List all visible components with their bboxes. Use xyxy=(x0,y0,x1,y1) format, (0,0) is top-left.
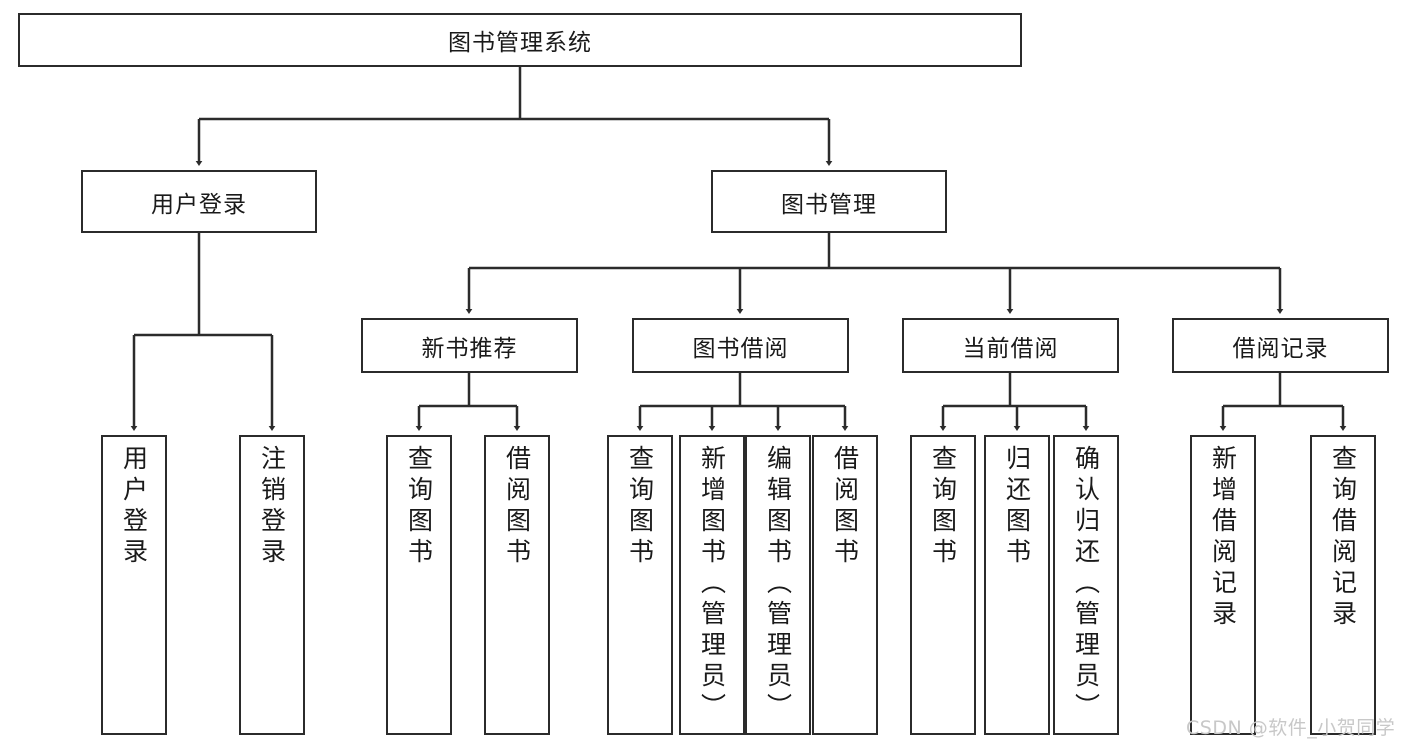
node-label: 借阅图书 xyxy=(830,445,860,569)
node-label: 当前借阅 xyxy=(962,335,1059,362)
node-label: 新增图书（管理员） xyxy=(697,445,727,724)
node-leaf-query-book-3[interactable]: 查询图书 xyxy=(910,435,976,735)
node-label: 用户登录 xyxy=(119,445,149,569)
node-leaf-edit-book-admin[interactable]: 编辑图书（管理员） xyxy=(745,435,811,735)
node-new-book-recommend[interactable]: 新书推荐 xyxy=(361,318,578,373)
node-leaf-add-borrow-record[interactable]: 新增借阅记录 xyxy=(1190,435,1256,735)
node-leaf-query-book-1[interactable]: 查询图书 xyxy=(386,435,452,735)
node-label: 图书管理系统 xyxy=(448,30,592,56)
node-leaf-query-book-2[interactable]: 查询图书 xyxy=(607,435,673,735)
node-label: 归还图书 xyxy=(1002,445,1032,569)
node-leaf-query-borrow-record[interactable]: 查询借阅记录 xyxy=(1310,435,1376,735)
node-label: 借阅记录 xyxy=(1232,335,1329,362)
node-current-borrow[interactable]: 当前借阅 xyxy=(902,318,1119,373)
node-leaf-borrow-book-2[interactable]: 借阅图书 xyxy=(812,435,878,735)
node-leaf-return-book[interactable]: 归还图书 xyxy=(984,435,1050,735)
node-label: 确认归还（管理员） xyxy=(1071,445,1101,724)
node-leaf-confirm-return-admin[interactable]: 确认归还（管理员） xyxy=(1053,435,1119,735)
node-label: 查询借阅记录 xyxy=(1328,445,1358,631)
node-book-management[interactable]: 图书管理 xyxy=(711,170,947,233)
node-label: 新书推荐 xyxy=(421,335,518,362)
node-leaf-user-login[interactable]: 用户登录 xyxy=(101,435,167,735)
node-label: 图书借阅 xyxy=(692,335,789,362)
node-label: 注销登录 xyxy=(257,445,287,569)
node-label: 用户登录 xyxy=(151,191,247,218)
node-label: 图书管理 xyxy=(781,191,877,218)
node-label: 借阅图书 xyxy=(502,445,532,569)
node-root-book-management-system[interactable]: 图书管理系统 xyxy=(18,13,1022,67)
csdn-watermark: CSDN @软件_小贺同学 xyxy=(1186,717,1396,739)
node-label: 查询图书 xyxy=(625,445,655,569)
node-leaf-user-logout[interactable]: 注销登录 xyxy=(239,435,305,735)
node-label: 新增借阅记录 xyxy=(1208,445,1238,631)
node-leaf-add-book-admin[interactable]: 新增图书（管理员） xyxy=(679,435,745,735)
node-user-login[interactable]: 用户登录 xyxy=(81,170,317,233)
node-label: 查询图书 xyxy=(404,445,434,569)
node-label: 查询图书 xyxy=(928,445,958,569)
node-leaf-borrow-book-1[interactable]: 借阅图书 xyxy=(484,435,550,735)
node-borrow-record[interactable]: 借阅记录 xyxy=(1172,318,1389,373)
node-label: 编辑图书（管理员） xyxy=(763,445,793,724)
node-book-borrow[interactable]: 图书借阅 xyxy=(632,318,849,373)
